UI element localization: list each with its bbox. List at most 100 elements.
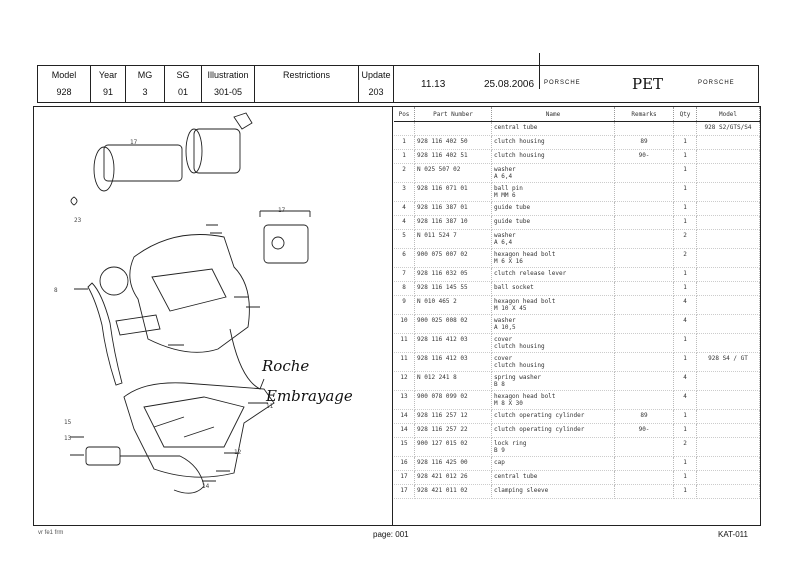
qty-text: 2 [683, 251, 687, 258]
header-bar: Model 928 Year 91 MG 3 SG 01 Illustratio… [37, 53, 759, 103]
cell-qty: 4 [673, 314, 697, 334]
cell-part: 928 116 412 03 [414, 333, 492, 353]
cell-model: 928 S4 / GT [696, 352, 760, 372]
col-remarks: Remarks [614, 107, 674, 122]
illustration-label: Illustration [207, 70, 249, 80]
exploded-diagram [70, 112, 311, 494]
catalog-frame: 17 23 17 8 11 15 13 12 14 Roche Embrayag… [33, 106, 761, 526]
cell-part: 928 116 402 51 [414, 149, 492, 164]
cell-qty: 4 [673, 390, 697, 410]
name-detail-text: B 8 [494, 381, 505, 388]
callout-label: 17 [278, 207, 286, 214]
qty-text: 1 [683, 204, 687, 211]
part-text: 928 116 145 55 [417, 284, 468, 291]
cell-qty: 1 [673, 470, 697, 485]
pos-text: 13 [400, 393, 408, 400]
cell-remarks [614, 248, 674, 268]
part-text: N 012 241 8 [417, 374, 457, 381]
cell-name: central tube [491, 121, 615, 136]
cell-model [696, 456, 760, 471]
cell-part: 928 116 387 01 [414, 201, 492, 216]
part-text: 900 025 008 02 [417, 317, 468, 324]
cell-remarks [614, 281, 674, 296]
remarks-text: 90- [638, 426, 650, 433]
cell-part: 928 116 257 12 [414, 409, 492, 424]
qty-text: 1 [683, 166, 687, 173]
cell-model [696, 437, 760, 457]
sg-cell: SG 01 [165, 66, 202, 102]
qty-text: 1 [683, 218, 687, 225]
year-value: 91 [102, 87, 113, 97]
part-text: 928 116 402 51 [417, 152, 468, 159]
cell-part [414, 121, 492, 136]
cell-remarks [614, 470, 674, 485]
qty-text: 1 [683, 138, 687, 145]
cell-qty: 1 [673, 267, 697, 282]
cell-pos: 14 [394, 423, 415, 438]
mg-cell: MG 3 [126, 66, 165, 102]
cell-name: ball socket [491, 281, 615, 296]
cell-part: 928 421 011 02 [414, 484, 492, 499]
name-detail-text: A 6,4 [494, 173, 513, 180]
restrictions-label: Restrictions [282, 70, 330, 80]
cell-part: N 011 524 7 [414, 229, 492, 249]
cell-qty [673, 121, 697, 136]
cell-qty: 1 [673, 149, 697, 164]
pos-text: 2 [402, 166, 406, 173]
name-text: clamping sleeve [494, 487, 549, 494]
cell-remarks [614, 333, 674, 353]
cell-pos: 2 [394, 163, 415, 183]
cell-qty: 1 [673, 333, 697, 353]
porsche-logo-left: PORSCHE [544, 80, 581, 86]
cell-qty: 1 [673, 484, 697, 499]
cell-qty: 2 [673, 248, 697, 268]
name-text: guide tube [494, 204, 531, 211]
cell-qty: 2 [673, 229, 697, 249]
pos-text: 3 [402, 185, 406, 192]
cell-pos: 16 [394, 456, 415, 471]
cell-pos: 11 [394, 333, 415, 353]
qty-text: 4 [683, 317, 687, 324]
pos-text: 4 [402, 218, 406, 225]
footer-file: vr fe1 frm [38, 530, 64, 536]
part-text: 900 075 007 02 [417, 251, 468, 258]
name-text: guide tube [494, 218, 531, 225]
mg-label: MG [137, 70, 153, 80]
pos-text: 17 [400, 487, 408, 494]
cell-pos: 1 [394, 149, 415, 164]
cell-part: 928 116 032 05 [414, 267, 492, 282]
col-qty: Qty [673, 107, 697, 122]
name-text: clutch release lever [494, 270, 567, 277]
cell-model [696, 390, 760, 410]
model-label: Model [51, 70, 77, 80]
cell-part: 928 116 402 50 [414, 135, 492, 150]
cell-remarks [614, 182, 674, 202]
parts-table-header: Pos Part Number Name Remarks Qty Model [394, 107, 760, 122]
cell-remarks: 90- [614, 149, 674, 164]
cell-remarks [614, 352, 674, 372]
pos-text: 1 [402, 138, 406, 145]
clutch-housing-part [129, 234, 250, 353]
name-text: hexagon head bolt [494, 393, 556, 400]
name-text: washer [494, 232, 516, 239]
part-text: N 010 465 2 [417, 298, 457, 305]
cell-remarks [614, 456, 674, 471]
cell-qty: 1 [673, 409, 697, 424]
name-text: clutch housing [494, 152, 545, 159]
name-text: washer [494, 166, 516, 173]
handwritten-note-line1: Roche [262, 357, 310, 375]
update-value: 203 [368, 87, 384, 97]
remarks-text: 90- [638, 152, 650, 159]
name-detail-text: M 6 X 16 [494, 258, 523, 265]
pos-text: 11 [400, 355, 408, 362]
cell-remarks: 89 [614, 409, 674, 424]
cell-name: cap [491, 456, 615, 471]
